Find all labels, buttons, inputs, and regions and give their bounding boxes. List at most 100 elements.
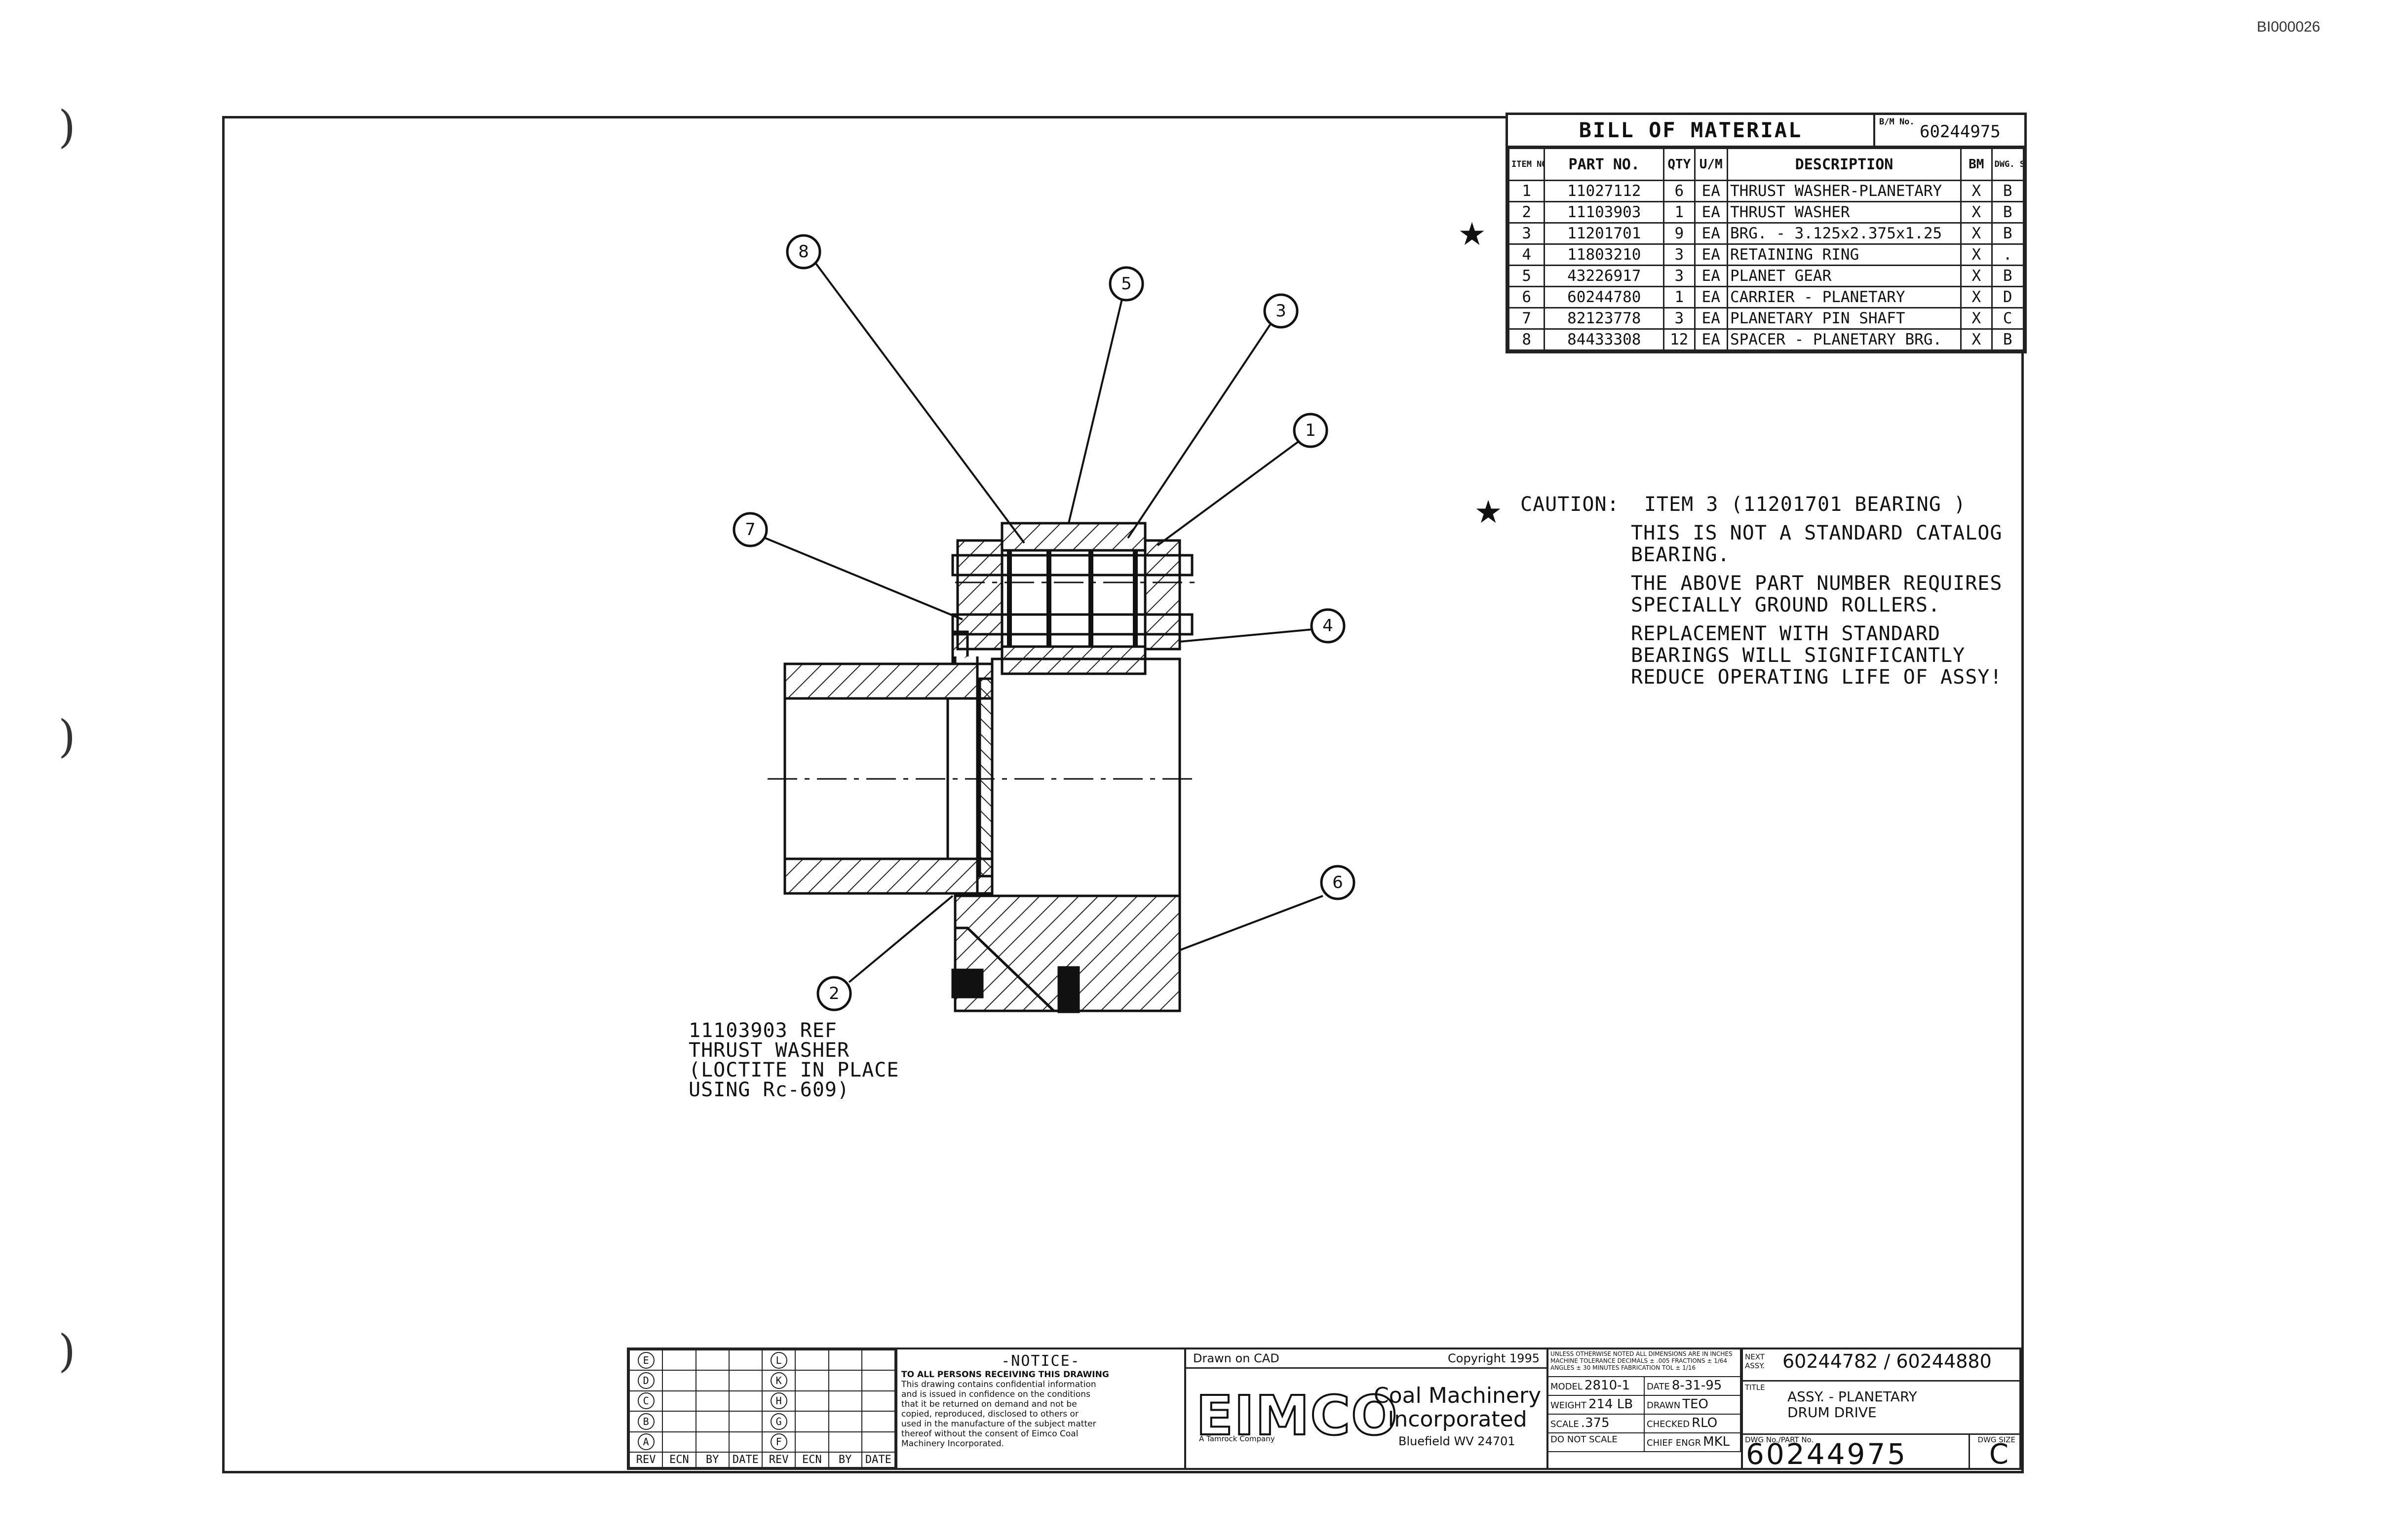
notice-line: This drawing contains confidential infor… bbox=[901, 1380, 1096, 1389]
bom-cell: BRG. - 3.125x2.375x1.25 bbox=[1726, 222, 1962, 245]
caution-line: REDUCE OPERATING LIFE OF ASSY! bbox=[1631, 666, 2003, 689]
title-label: TITLE bbox=[1745, 1383, 1765, 1392]
bom-cell: EA bbox=[1694, 180, 1728, 202]
confidentiality-notice: -NOTICE- TO ALL PERSONS RECEIVING THIS D… bbox=[897, 1349, 1186, 1468]
bom-cell: . bbox=[1991, 243, 2025, 266]
notice-line: Machinery Incorporated. bbox=[901, 1439, 1004, 1449]
next-assy: 60244782 / 60244880 bbox=[1782, 1350, 1992, 1372]
bom-header: U/M bbox=[1694, 148, 1728, 181]
balloon-6 bbox=[1320, 865, 1355, 900]
binder-mark: ) bbox=[58, 101, 76, 153]
rev-letter: H bbox=[770, 1392, 787, 1410]
bom-cell: D bbox=[1991, 286, 2025, 308]
bom-cell: B bbox=[1991, 328, 2025, 351]
balloon-label: 2 bbox=[829, 984, 840, 1003]
balloon-label: 8 bbox=[798, 242, 809, 262]
company-line: Coal Machinery bbox=[1374, 1383, 1542, 1408]
bom-cell: 12 bbox=[1663, 328, 1696, 351]
weight-value: 214 LB bbox=[1588, 1397, 1633, 1412]
caution-head: CAUTION: bbox=[1520, 493, 1620, 516]
bom-cell: X bbox=[1960, 201, 1993, 224]
bom-cell: 84433308 bbox=[1544, 328, 1665, 351]
bom-cell: EA bbox=[1694, 286, 1728, 308]
bom-cell: 4 bbox=[1507, 243, 1545, 266]
caution-item: ITEM 3 (11201701 BEARING ) bbox=[1644, 493, 1966, 516]
drawing-id-block: NEXT ASSY. 60244782 / 60244880 TITLE ASS… bbox=[1743, 1349, 2019, 1471]
balloon-3 bbox=[1263, 293, 1299, 329]
caution-line: THIS IS NOT A STANDARD CATALOG bbox=[1631, 522, 2003, 544]
binder-mark: ) bbox=[58, 1325, 76, 1377]
bom-cell: X bbox=[1960, 180, 1993, 202]
rev-letter: B bbox=[637, 1413, 655, 1430]
bom-header: DWG. SIZE bbox=[1991, 148, 2025, 181]
bom-cell: 11803210 bbox=[1544, 243, 1665, 266]
bom-cell: 1 bbox=[1663, 201, 1696, 224]
drawing-info: UNLESS OTHERWISE NOTED ALL DIMENSIONS AR… bbox=[1548, 1349, 1743, 1468]
thrust-washer bbox=[978, 677, 994, 878]
drawing-size: C bbox=[1989, 1438, 2009, 1470]
company-block: Drawn on CAD Copyright 1995 EIMCO A Tamr… bbox=[1186, 1349, 1548, 1468]
balloon-4 bbox=[1310, 608, 1346, 644]
field-label: DRAWN bbox=[1647, 1400, 1681, 1411]
bom-cell: 2 bbox=[1507, 201, 1545, 224]
bom-cell: B bbox=[1991, 180, 2025, 202]
rev-header: DATE bbox=[861, 1451, 896, 1468]
tolerance-note: UNLESS OTHERWISE NOTED ALL DIMENSIONS AR… bbox=[1548, 1349, 1741, 1377]
rev-header: ECN bbox=[662, 1451, 696, 1468]
logo-subtitle: A Tamrock Company bbox=[1199, 1434, 1275, 1443]
balloon-label: 4 bbox=[1322, 616, 1333, 636]
drawing-frame bbox=[222, 116, 2024, 1473]
caution-line: REPLACEMENT WITH STANDARD bbox=[1631, 622, 1941, 645]
note-line: USING Rc-609) bbox=[689, 1078, 850, 1101]
bom-cell: B bbox=[1991, 201, 2025, 224]
caution-line: BEARING. bbox=[1631, 543, 1730, 566]
bom-cell: B bbox=[1991, 222, 2025, 245]
bom-cell: 3 bbox=[1507, 222, 1545, 245]
bill-of-material: BILL OF MATERIAL B/M No. 60244975 ITEM N… bbox=[1506, 113, 2027, 353]
rev-header: BY bbox=[695, 1451, 730, 1468]
bom-cell: 3 bbox=[1663, 243, 1696, 266]
bom-cell: PLANETARY PIN SHAFT bbox=[1726, 307, 1962, 330]
do-not-scale: DO NOT SCALE bbox=[1548, 1433, 1645, 1452]
notice-line: TO ALL PERSONS RECEIVING THIS DRAWING bbox=[901, 1370, 1109, 1380]
bom-cell: EA bbox=[1694, 265, 1728, 287]
notice-line: thereof without the consent of Eimco Coa… bbox=[901, 1429, 1079, 1439]
balloon-label: 7 bbox=[745, 520, 756, 539]
caution-line: BEARINGS WILL SIGNIFICANTLY bbox=[1631, 644, 1966, 667]
bom-cell: 1 bbox=[1507, 180, 1545, 202]
balloon-label: 6 bbox=[1332, 873, 1343, 892]
bom-header: PART NO. bbox=[1544, 148, 1665, 181]
bom-cell: EA bbox=[1694, 201, 1728, 224]
bom-cell: 6 bbox=[1663, 180, 1696, 202]
bom-table: ITEM NO. PART NO. QTY U/M DESCRIPTION BM… bbox=[1507, 148, 2025, 351]
bom-cell: 9 bbox=[1663, 222, 1696, 245]
bom-cell: 3 bbox=[1663, 265, 1696, 287]
planet-gear bbox=[1001, 522, 1147, 552]
company-city: Bluefield WV 24701 bbox=[1398, 1434, 1515, 1448]
bom-cell: C bbox=[1991, 307, 2025, 330]
rev-letter: K bbox=[770, 1372, 787, 1389]
balloon-2 bbox=[816, 976, 852, 1011]
drawn-value: TEO bbox=[1682, 1397, 1709, 1412]
caution-paragraph: THE ABOVE PART NUMBER REQUIRES SPECIALLY… bbox=[1631, 573, 2002, 616]
bom-header: QTY bbox=[1663, 148, 1696, 181]
company-name: Coal Machinery Incorporated bbox=[1374, 1384, 1541, 1431]
bom-cell: CARRIER - PLANETARY bbox=[1726, 286, 1962, 308]
bom-cell: THRUST WASHER-PLANETARY bbox=[1726, 180, 1962, 202]
bom-cell: EA bbox=[1694, 222, 1728, 245]
drawing-number: 60244975 bbox=[1746, 1437, 1908, 1471]
notice-line: that it be returned on demand and not be bbox=[901, 1399, 1077, 1409]
field-label: MODEL bbox=[1550, 1382, 1583, 1392]
star-icon: ★ bbox=[1459, 204, 1486, 256]
balloon-8 bbox=[786, 234, 821, 270]
drawing-title: ASSY. - PLANETARY DRUM DRIVE bbox=[1787, 1389, 1917, 1421]
bom-cell: 5 bbox=[1507, 265, 1545, 287]
